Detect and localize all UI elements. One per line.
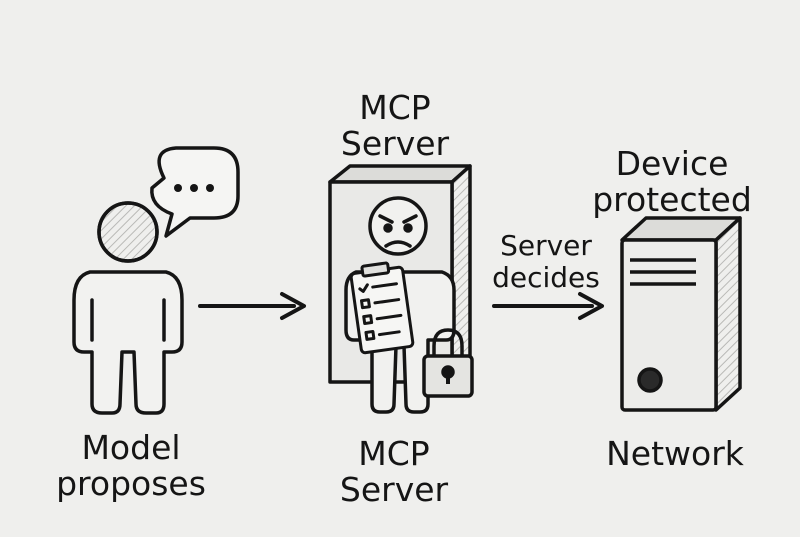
speech-bubble-icon (150, 146, 240, 238)
mcp-server-top-line-1: MCP (359, 88, 431, 127)
model-proposes-line-2: proposes (56, 464, 206, 503)
checklist-clipboard-icon (349, 261, 415, 355)
model-proposes-label: Model proposes (46, 430, 216, 502)
person-icon (72, 201, 184, 415)
mcp-server-bottom-label: MCP Server (314, 436, 474, 508)
arrow-right-icon (198, 292, 306, 320)
network-label: Network (606, 434, 744, 473)
server-decides-line-2: decides (492, 261, 600, 294)
device-protected-line-2: protected (592, 180, 752, 219)
server-decides-line-1: Server (500, 229, 592, 262)
mcp-server-top-label: MCP Server (320, 90, 470, 162)
network-device-icon (620, 216, 742, 412)
model-proposes-line-1: Model (81, 428, 181, 467)
padlock-icon (422, 328, 474, 398)
mcp-server-top-line-2: Server (340, 124, 450, 163)
device-protected-line-1: Device (615, 144, 729, 183)
device-protected-label: Device protected (582, 146, 762, 218)
mcp-server-bottom-line-2: Server (339, 470, 449, 509)
server-decides-label: Server decides (476, 230, 616, 294)
mcp-server-bottom-line-1: MCP (358, 434, 430, 473)
arrow-right-icon (492, 292, 604, 320)
